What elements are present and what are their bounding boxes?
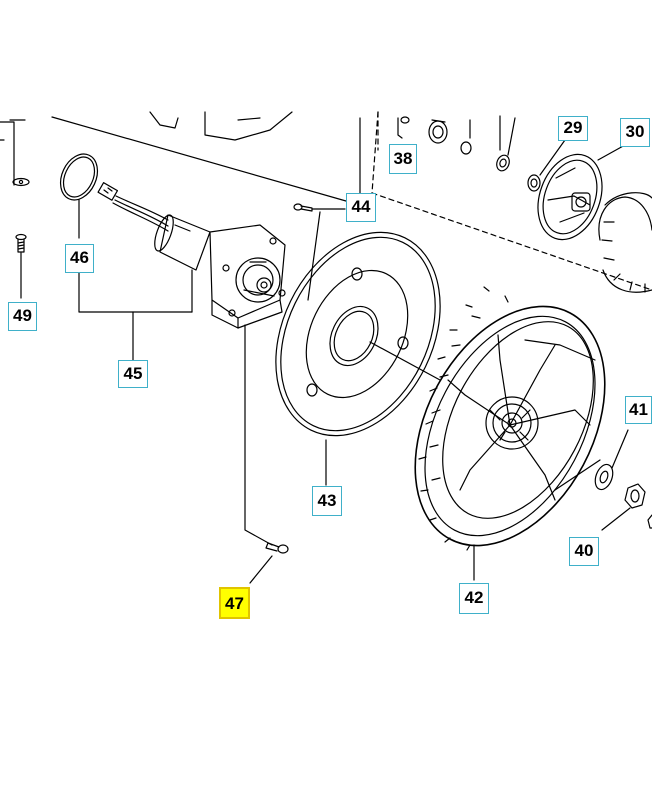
callout-46[interactable]: 46 xyxy=(65,244,94,273)
callout-45[interactable]: 45 xyxy=(118,360,148,388)
screw-47 xyxy=(244,324,289,584)
washer-41 xyxy=(594,429,629,491)
callout-43[interactable]: 43 xyxy=(312,486,342,516)
bracket-lines-left xyxy=(0,119,26,186)
callout-29[interactable]: 29 xyxy=(558,116,588,141)
callout-38[interactable]: 38 xyxy=(389,144,417,174)
dashed-frame xyxy=(371,111,652,291)
top-right-parts xyxy=(397,115,652,293)
nut-40 xyxy=(601,483,652,531)
callout-47-highlighted[interactable]: 47 xyxy=(219,587,250,619)
callout-40[interactable]: 40 xyxy=(569,537,599,566)
callout-41[interactable]: 41 xyxy=(625,396,652,424)
callout-30[interactable]: 30 xyxy=(620,118,650,147)
callout-49[interactable]: 49 xyxy=(8,302,37,331)
wheel-42 xyxy=(414,286,606,581)
cover-plate-43 xyxy=(275,231,441,486)
motor-45 xyxy=(97,182,286,329)
o-ring-46 xyxy=(59,153,99,239)
housing-outline xyxy=(51,111,361,206)
callout-44[interactable]: 44 xyxy=(346,193,376,222)
bracket-lines-45 xyxy=(78,271,193,361)
screw-49 xyxy=(12,177,30,299)
callout-42[interactable]: 42 xyxy=(459,583,489,614)
screw-44 xyxy=(293,203,346,301)
